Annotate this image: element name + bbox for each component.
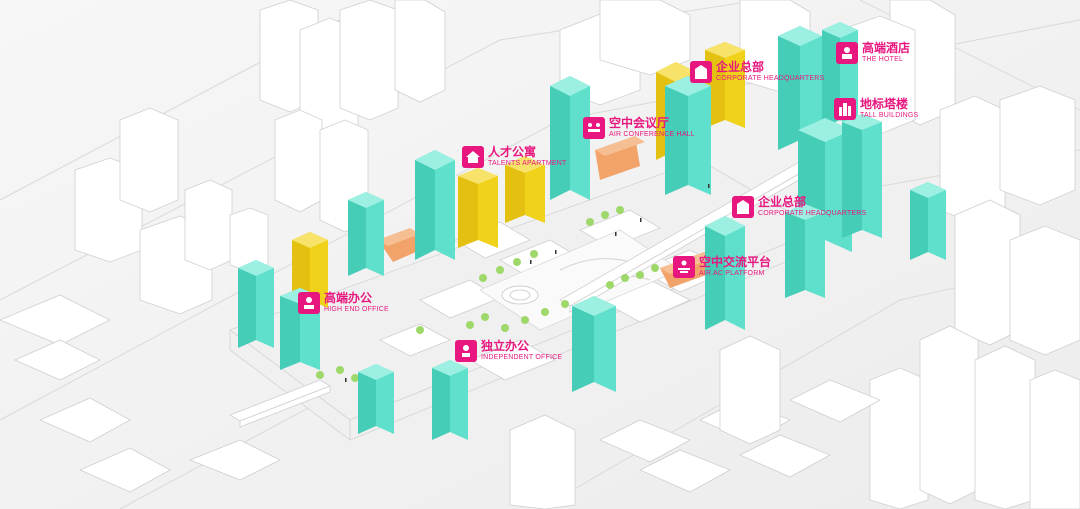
tower-icon xyxy=(834,98,856,120)
label-hotel-cn: 高端酒店 xyxy=(862,41,911,55)
office-tower-a xyxy=(238,260,274,348)
label-air-conference-hall-en: AIR CONFERENCE HALL xyxy=(609,131,695,138)
label-hotel-en: THE HOTEL xyxy=(862,56,904,63)
label-high-end-office: 高端办公 HIGH END OFFICE xyxy=(298,292,389,314)
label-hq-mid-en: CORPORATE HEADQUARTERS xyxy=(758,210,867,217)
office-tower-d xyxy=(415,150,455,260)
office-tower-e xyxy=(550,76,590,200)
office-tower-n xyxy=(432,360,468,440)
office-tower-i xyxy=(785,204,825,298)
label-hq-mid-cn: 企业总部 xyxy=(758,195,807,209)
label-talents-apartment-cn: 人才公寓 xyxy=(488,145,537,159)
trees xyxy=(316,206,659,382)
independent-office-icon xyxy=(455,340,477,362)
label-hq-top-en: CORPORATE HEADQUARTERS xyxy=(716,75,825,82)
label-tall-buildings-cn: 地标塔楼 xyxy=(860,97,909,111)
office-tower-c xyxy=(348,192,384,276)
label-hq-top: 企业总部 CORPORATE HEADQUARTERS xyxy=(690,61,824,83)
people-marks xyxy=(345,184,710,382)
label-air-ac-platform-en: AIR AC PLATFORM xyxy=(699,270,765,277)
headquarters-icon-2 xyxy=(732,196,754,218)
label-high-end-office-en: HIGH END OFFICE xyxy=(324,306,389,313)
label-talents-apartment: 人才公寓 TALENTS APARTMENT xyxy=(462,146,566,168)
hotel-icon xyxy=(836,42,858,64)
label-high-end-office-cn: 高端办公 xyxy=(324,291,373,305)
label-hq-mid: 企业总部 CORPORATE HEADQUARTERS xyxy=(732,196,866,218)
air-conference-hall-block xyxy=(595,136,645,180)
label-air-ac-platform: 空中交流平台 AIR AC PLATFORM xyxy=(673,256,771,278)
apartment-icon xyxy=(462,146,484,168)
label-talents-apartment-en: TALENTS APARTMENT xyxy=(488,160,567,167)
office-tower-j xyxy=(705,216,745,330)
office-tower-m xyxy=(358,364,394,434)
label-independent-office-en: INDEPENDENT OFFICE xyxy=(481,354,563,361)
office-tower-g xyxy=(778,26,822,150)
label-air-conference-hall-cn: 空中会议厅 xyxy=(609,116,670,130)
landmark-tower-2 xyxy=(842,114,882,238)
hall-block-left xyxy=(378,228,425,262)
label-hq-top-cn: 企业总部 xyxy=(716,60,765,74)
office-tower-l xyxy=(572,296,616,392)
office-towers xyxy=(238,22,946,440)
office-tower-k xyxy=(910,182,946,260)
label-independent-office-cn: 独立办公 xyxy=(481,339,530,353)
office-icon xyxy=(298,292,320,314)
conference-icon xyxy=(583,117,605,139)
headquarters-icon xyxy=(690,61,712,83)
label-independent-office: 独立办公 INDEPENDENT OFFICE xyxy=(455,340,562,362)
platform-icon xyxy=(673,256,695,278)
apartment-tower-2 xyxy=(458,168,498,248)
label-hotel: 高端酒店 THE HOTEL xyxy=(836,42,910,64)
apartment-tower-1 xyxy=(292,232,328,308)
label-air-conference-hall: 空中会议厅 AIR CONFERENCE HALL xyxy=(583,117,695,139)
label-tall-buildings: 地标塔楼 TALL BUILDINGS xyxy=(834,98,918,120)
label-tall-buildings-en: TALL BUILDINGS xyxy=(860,112,919,119)
label-air-ac-platform-cn: 空中交流平台 xyxy=(699,255,772,269)
apartment-tower-3 xyxy=(505,156,545,223)
